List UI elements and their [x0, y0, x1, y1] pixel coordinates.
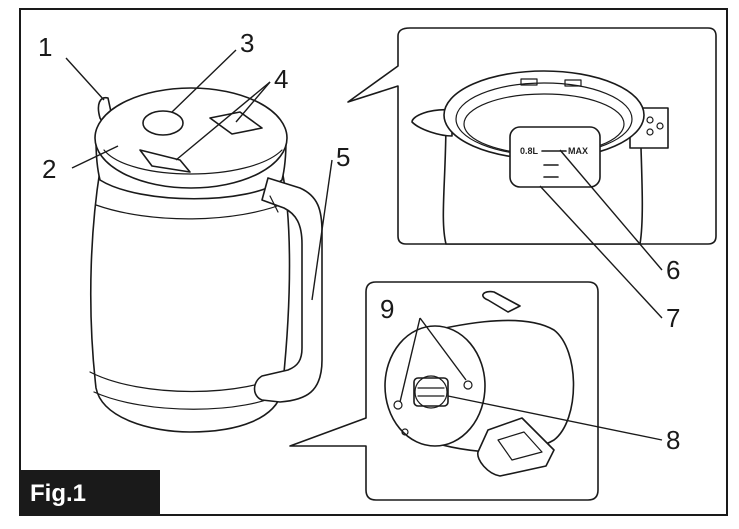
- callout-1: 1: [38, 32, 52, 62]
- inset-bottom: [289, 281, 599, 501]
- callout-4: 4: [274, 64, 288, 94]
- scale-max-label: MAX: [568, 146, 588, 156]
- lid-opening-front: [139, 149, 191, 173]
- figure-tag-box: [20, 470, 160, 515]
- screw-right: [463, 380, 473, 390]
- callout-2: 2: [42, 154, 56, 184]
- callout-7: 7: [666, 303, 680, 333]
- figure-tag: Fig.1: [30, 480, 86, 507]
- kettle-main: [89, 87, 323, 433]
- lid-opening-back: [209, 111, 263, 135]
- kettle-body: [89, 169, 291, 433]
- callout-8: 8: [666, 425, 680, 455]
- callout-6: 6: [666, 255, 680, 285]
- lid: [94, 87, 288, 189]
- screw-left: [393, 400, 403, 410]
- callout-5: 5: [336, 142, 350, 172]
- lid-button: [142, 110, 184, 136]
- callout-3: 3: [240, 28, 254, 58]
- figure-frame: [19, 8, 728, 516]
- water-level-window: [509, 126, 601, 188]
- power-connector: [413, 377, 449, 407]
- scale-value-label: 0.8L: [520, 146, 539, 156]
- callout-9: 9: [380, 294, 394, 324]
- callout-leaders: [65, 49, 663, 441]
- inset-top: 0.8L MAX: [347, 27, 717, 245]
